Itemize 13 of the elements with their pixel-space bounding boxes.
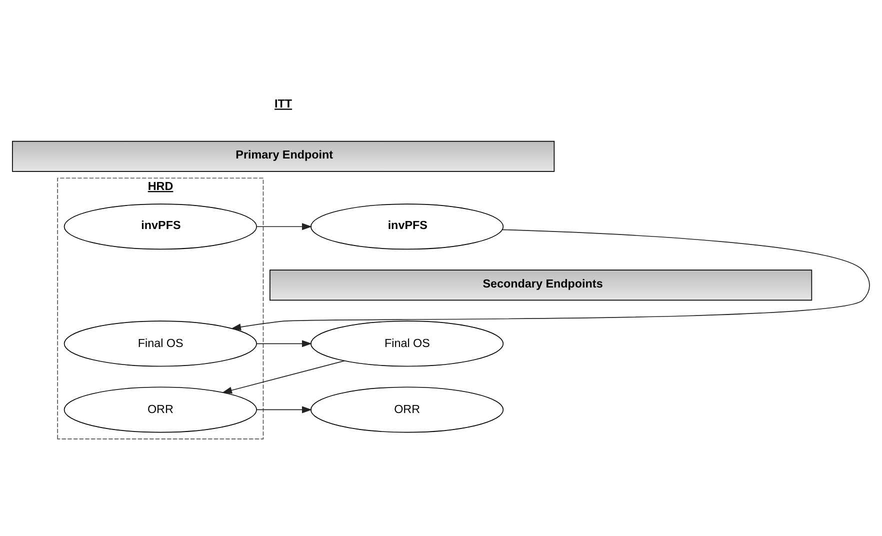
- arrow: [256, 406, 312, 414]
- node-ellipse: ORR: [310, 386, 504, 433]
- arrow: [222, 360, 345, 394]
- node-ellipse: Final OS: [310, 320, 504, 367]
- label: ITT: [274, 98, 292, 111]
- node-ellipse: invPFS: [310, 204, 504, 250]
- arrow: [230, 229, 870, 331]
- node-box: Secondary Endpoints: [270, 270, 812, 301]
- node-ellipse: Final OS: [64, 320, 257, 367]
- node-box: Primary Endpoint: [12, 140, 555, 172]
- arrow: [256, 223, 312, 230]
- arrow: [256, 340, 312, 348]
- node-ellipse: invPFS: [64, 204, 257, 250]
